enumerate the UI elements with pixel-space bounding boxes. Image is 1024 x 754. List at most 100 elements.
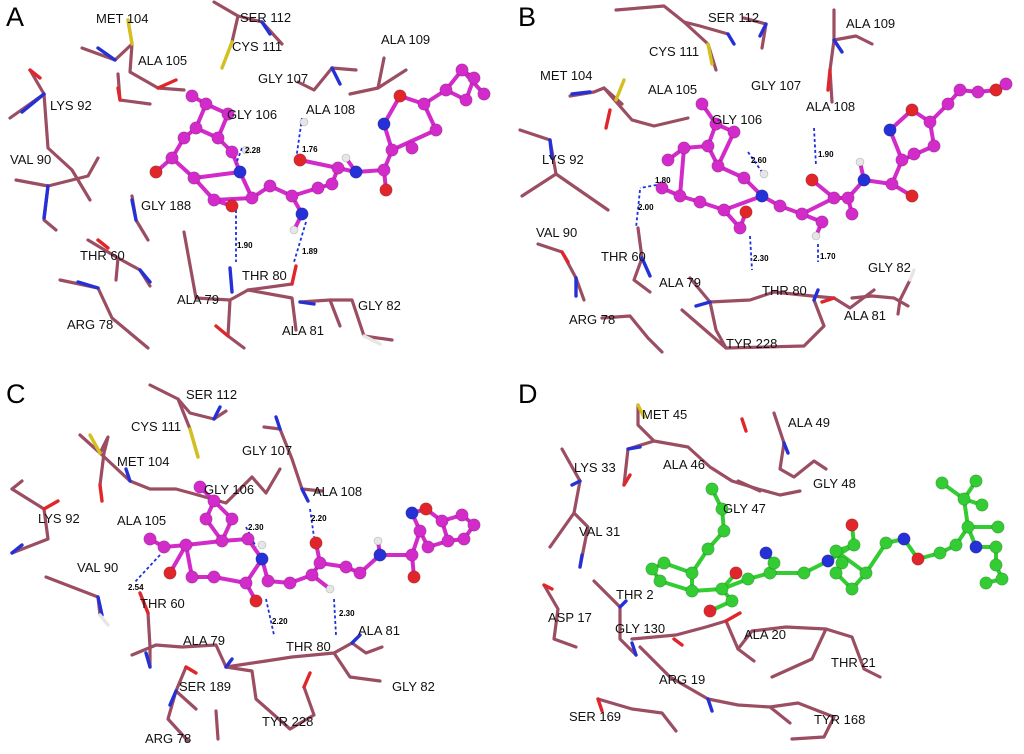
ligand-atom — [715, 582, 729, 596]
residue-label: MET 104 — [117, 454, 170, 469]
ligand-atom — [673, 189, 687, 203]
ligand-atom — [393, 89, 407, 103]
ligand-bond — [298, 158, 340, 170]
residue-stick — [98, 451, 200, 497]
residue-label: ASP 17 — [548, 610, 592, 625]
residue-stick — [536, 242, 586, 302]
ligand-atom — [477, 87, 491, 101]
sulfur-bond — [88, 433, 102, 455]
residue-stick — [128, 42, 186, 92]
hydrogen-bond — [362, 334, 382, 346]
ligand-bond — [716, 130, 736, 168]
nitrogen-bond — [706, 697, 714, 713]
nitrogen-bond — [350, 633, 362, 645]
ligand-atom — [413, 524, 427, 538]
residue-label: TYR 168 — [814, 712, 866, 727]
oxygen-bond — [96, 238, 110, 250]
residue-stick — [602, 86, 624, 106]
residue-label: THR 60 — [601, 249, 646, 264]
ligand-atom — [725, 594, 739, 608]
ligand-atom — [991, 520, 1005, 534]
residue-stick — [182, 230, 298, 332]
nitrogen-bond — [168, 689, 178, 707]
ligand-atom — [157, 540, 171, 554]
nitrogen-bond — [212, 405, 222, 421]
residue-stick — [548, 447, 582, 549]
ligand-atom — [661, 153, 675, 167]
hydrogen-bond — [265, 598, 275, 636]
ligand-atom — [795, 207, 809, 221]
hbond-distance-label: 1.76 — [302, 145, 318, 154]
nitrogen-bond — [626, 445, 642, 451]
residue-label: TYR 228 — [262, 714, 314, 729]
sulfur-bond — [614, 78, 626, 102]
nitrogen-bond — [782, 441, 790, 455]
residue-stick — [708, 298, 826, 350]
hydrogen-bond — [309, 508, 315, 538]
ligand-atom — [179, 538, 193, 552]
ligand-atom — [353, 566, 367, 580]
ligand-atom — [419, 502, 433, 516]
residue-label: MET 104 — [540, 68, 593, 83]
ligand-bond — [212, 196, 254, 202]
residue-stick — [332, 651, 382, 683]
ligand-atom — [953, 83, 967, 97]
ligand-atom — [759, 546, 773, 560]
ligand-atom — [897, 532, 911, 546]
residue-stick — [246, 282, 294, 292]
residue-label: ARG 78 — [67, 317, 114, 332]
nitrogen-bond — [618, 599, 628, 609]
residue-stick — [736, 647, 756, 663]
hbond-distance-label: 1.70 — [820, 252, 836, 261]
ligand-atom — [385, 143, 399, 157]
residue-stick — [600, 314, 664, 354]
ligand-atom — [457, 532, 471, 546]
ligand-atom — [905, 189, 919, 203]
ligand-atom — [841, 191, 855, 205]
nitrogen-bond — [130, 198, 138, 222]
residue-stick — [832, 8, 874, 46]
ligand-atom — [435, 514, 449, 528]
residue-stick — [148, 383, 228, 421]
ligand-atom — [177, 131, 191, 145]
residue-label: GLY 47 — [723, 501, 766, 516]
ligand-atom — [773, 199, 787, 213]
residue-label: SER 112 — [240, 10, 292, 25]
nitrogen-bond — [832, 38, 844, 54]
ligand-atom — [241, 145, 251, 155]
nitrogen-bond — [224, 657, 234, 669]
residue-stick — [224, 665, 316, 731]
ligand-atom — [165, 151, 179, 165]
oxygen-bond — [98, 483, 104, 503]
nitrogen-bond — [274, 415, 282, 431]
hydrogen-bond — [293, 221, 307, 263]
residue-stick — [680, 308, 728, 350]
residue-label: THR 60 — [140, 596, 185, 611]
ligand-atom — [829, 566, 843, 580]
ligand-atom — [741, 572, 755, 586]
nitrogen-bond — [96, 595, 104, 617]
panel-c-structure — [10, 383, 481, 743]
residue-label: ARG 19 — [659, 672, 706, 687]
residue-label: ALA 105 — [648, 82, 698, 97]
ligand-atom — [349, 165, 363, 179]
residue-label: GLY 130 — [615, 621, 666, 636]
ligand-atom — [685, 584, 699, 598]
residue-label: MET 45 — [642, 407, 688, 422]
ligand-atom — [855, 157, 865, 167]
nitrogen-bond — [300, 487, 310, 503]
residue-label: ALA 108 — [313, 484, 363, 499]
residue-label: ALA 46 — [663, 457, 705, 472]
ligand-atom — [185, 570, 199, 584]
residue-stick — [42, 92, 92, 202]
sulfur-bond — [126, 18, 134, 46]
residue-label: ALA 105 — [117, 513, 167, 528]
residue-label: GLY 48 — [813, 476, 856, 491]
nitrogen-bond — [578, 553, 584, 569]
ligand-atom — [715, 502, 729, 516]
ligand-atom — [845, 518, 859, 532]
residue-label: VAL 31 — [579, 524, 621, 539]
ligand-atom — [677, 141, 691, 155]
residue-label: GLY 107 — [751, 78, 802, 93]
ligand-atom — [233, 165, 247, 179]
